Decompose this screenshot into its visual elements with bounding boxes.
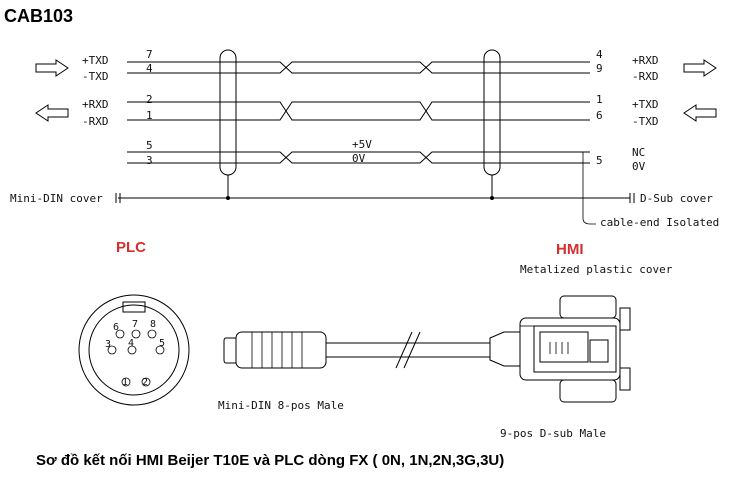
arrow-right-icon: [683, 59, 717, 77]
wire-txd-minus: [127, 61, 590, 74]
dsub-connector: [489, 295, 631, 403]
cable-end-leader: [582, 152, 596, 225]
dsub-cover-label: D-Sub cover: [640, 192, 713, 205]
din-pin-label: 1: [122, 377, 128, 388]
left-signal-name: +RXD: [82, 98, 109, 111]
mid-label-5v: +5V: [352, 138, 372, 151]
right-signal-name: +TXD: [632, 98, 659, 111]
right-signal-names: +RXD -RXD +TXD -TXD NC 0V: [632, 54, 659, 173]
right-signal-name: -RXD: [632, 70, 659, 83]
signal-wires: [127, 61, 590, 164]
left-pin: 2: [146, 93, 153, 106]
right-shield-oval: [483, 49, 501, 176]
left-shield-oval: [219, 49, 237, 176]
din-pin-label: 3: [105, 339, 111, 350]
hmi-label: HMI: [556, 241, 584, 258]
left-pin-numbers: 7 4 2 1 5 3: [146, 48, 153, 167]
right-signal-name: 0V: [632, 160, 646, 173]
cable-end-label: cable-end Isolated: [600, 216, 719, 229]
plc-label: PLC: [116, 239, 146, 256]
right-signal-name: -TXD: [632, 115, 659, 128]
left-signal-name: -RXD: [82, 115, 109, 128]
right-pin: 9: [596, 62, 603, 75]
dsub-male-label: 9-pos D-sub Male: [500, 427, 606, 440]
din-pin-label: 2: [142, 377, 148, 388]
cable: [326, 331, 490, 369]
mini-din-cover-label: Mini-DIN cover: [10, 192, 103, 205]
left-pin: 3: [146, 154, 153, 167]
din-pin-label: 4: [128, 338, 134, 349]
left-signal-names: +TXD -TXD +RXD -RXD: [82, 54, 109, 128]
arrow-right-icon: [35, 59, 69, 77]
caption: Sơ đồ kết nối HMI Beijer T10E và PLC dòn…: [36, 452, 504, 469]
left-pin: 4: [146, 62, 153, 75]
din-pin-label: 8: [150, 319, 156, 330]
metalized-cover-label: Metalized plastic cover: [520, 263, 673, 276]
mid-label-0v: 0V: [352, 152, 366, 165]
arrow-left-icon: [683, 104, 717, 122]
arrow-left-icon: [35, 104, 69, 122]
wire-txd-plus: [127, 61, 590, 74]
wire-0v: [127, 151, 590, 164]
right-pin-numbers: 4 9 1 6 5: [596, 48, 603, 167]
left-signal-name: +TXD: [82, 54, 109, 67]
right-signal-name: NC: [632, 146, 645, 159]
mini-din-face: 1 2 3 4 5 6 7 8: [78, 294, 190, 406]
left-pin: 7: [146, 48, 153, 61]
left-pin: 1: [146, 109, 153, 122]
wire-rxd-plus: [127, 101, 590, 121]
wire-5v: [127, 151, 590, 164]
left-pin: 5: [146, 139, 153, 152]
direction-arrows: [35, 59, 717, 122]
right-pin: 6: [596, 109, 603, 122]
mini-din-male-label: Mini-DIN 8-pos Male: [218, 399, 344, 412]
left-signal-name: -TXD: [82, 70, 109, 83]
right-pin: 5: [596, 154, 603, 167]
right-pin: 4: [596, 48, 603, 61]
diagram-title: CAB103: [4, 6, 73, 26]
din-pin-label: 7: [132, 319, 138, 330]
right-signal-name: +RXD: [632, 54, 659, 67]
mini-din-plug: [223, 331, 327, 369]
right-pin: 1: [596, 93, 603, 106]
din-pin-label: 5: [159, 338, 165, 349]
wire-rxd-minus: [127, 101, 590, 121]
din-pin-label: 6: [113, 322, 119, 333]
